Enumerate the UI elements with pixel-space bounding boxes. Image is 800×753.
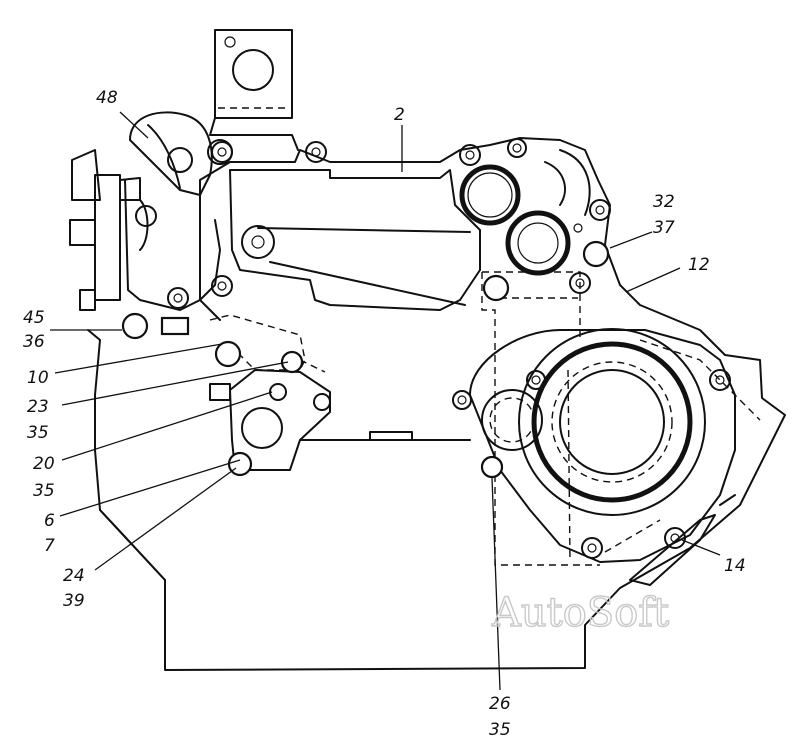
callout-10: 10	[27, 368, 49, 388]
top-bracket	[209, 29, 299, 151]
hidden-contours	[209, 271, 761, 566]
callout-45: 45	[23, 308, 45, 328]
callout-2: 2	[394, 105, 405, 125]
callout-37: 37	[653, 218, 675, 238]
small-plate	[209, 369, 331, 471]
watermark: AutoSoft	[491, 590, 669, 636]
callout-32: 32	[653, 192, 675, 212]
callout-35-b: 35	[33, 481, 55, 501]
left-housing	[69, 111, 233, 311]
callout-6: 6	[44, 511, 55, 531]
leader-lines	[50, 111, 721, 691]
callout-26: 26	[489, 694, 511, 714]
callout-7: 7	[44, 536, 55, 556]
callout-35-c: 35	[489, 720, 511, 740]
callout-36: 36	[23, 332, 45, 352]
callout-14: 14	[724, 556, 746, 576]
engine-block-outline	[87, 137, 786, 671]
crank-seal-housing	[299, 328, 736, 586]
callout-35-a: 35	[27, 423, 49, 443]
cover-body	[167, 141, 481, 311]
callout-48: 48	[96, 88, 118, 108]
callout-23: 23	[27, 397, 49, 417]
upper-pump-housing	[459, 138, 611, 294]
callout-labels: 48 2 32 37 12 45 36 10 23 35 20 35 6 7 2…	[23, 88, 746, 740]
callout-39: 39	[63, 591, 85, 611]
bolts	[121, 240, 610, 479]
callout-12: 12	[688, 255, 710, 275]
callout-24: 24	[63, 566, 85, 586]
callout-20: 20	[33, 454, 55, 474]
